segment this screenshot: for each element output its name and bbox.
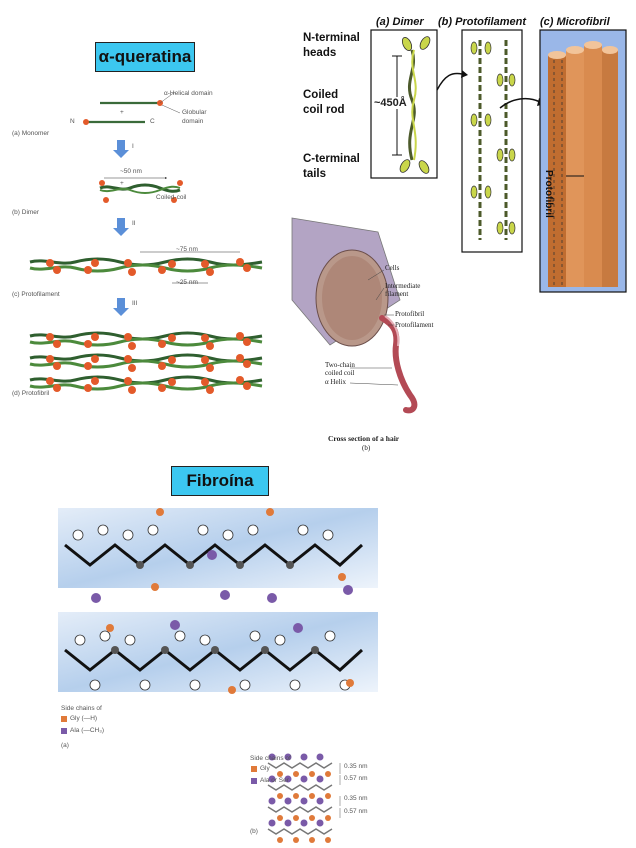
cells-label: Cells bbox=[385, 264, 400, 272]
protofilament-length-25: ~25 nm bbox=[176, 279, 198, 286]
spacing-2: 0.57 nm bbox=[344, 775, 368, 782]
plus-sign: + bbox=[120, 109, 124, 116]
hair-caption: Cross section of a hair bbox=[328, 434, 400, 443]
protofilament-length-75: ~75 nm bbox=[176, 246, 198, 253]
n-terminus-label: N bbox=[70, 118, 75, 125]
panel-a-label: (a) bbox=[61, 742, 69, 749]
monomer-label: (a) Monomer bbox=[12, 130, 50, 137]
side-chains-title-b: Side chains of bbox=[250, 755, 291, 762]
hair-caption-panel: (b) bbox=[362, 444, 371, 452]
step-1-label: I bbox=[132, 143, 134, 150]
dimer-length-label: ~50 nm bbox=[120, 168, 142, 175]
spacing-3: 0.35 nm bbox=[344, 795, 368, 802]
step-2-label: II bbox=[132, 220, 136, 227]
fibroin-title: Fibroína bbox=[171, 466, 269, 496]
hair-protofibril-label: Protofibril bbox=[395, 310, 425, 318]
step-3-label: III bbox=[132, 300, 138, 307]
dimer-header: (a) Dimer bbox=[376, 16, 424, 28]
ala-ser-legend: Ala or Ser bbox=[260, 777, 289, 784]
globular-domain-label-1: Globular bbox=[182, 109, 207, 116]
helical-domain-label: α-Helical domain bbox=[164, 90, 213, 97]
ala-legend: Ala (—CH₃) bbox=[70, 727, 105, 734]
spacing-4: 0.57 nm bbox=[344, 808, 368, 815]
protofilament-label: (c) Protofilament bbox=[12, 291, 60, 298]
keratin-title: α-queratina bbox=[95, 42, 195, 72]
gly-legend-b: Gly bbox=[260, 765, 270, 772]
protofibril-label: (d) Protofibril bbox=[12, 390, 50, 397]
gly-legend: Gly (—H) bbox=[70, 715, 98, 722]
coiled-coil-label: Coiled-coil bbox=[156, 194, 187, 201]
panel-b-label: (b) bbox=[250, 828, 258, 835]
alpha-helix-label: α Helix bbox=[325, 378, 346, 386]
protofilament-header: (b) Protofilament bbox=[438, 16, 526, 28]
dimer-label: (b) Dimer bbox=[12, 209, 40, 216]
globular-domain-label-2: domain bbox=[182, 118, 204, 125]
microfibril-header: (c) Microfibril bbox=[540, 16, 610, 28]
dimer-length-angstrom: ~450Å bbox=[374, 97, 407, 109]
side-chains-title: Side chains of bbox=[61, 705, 102, 712]
hair-protofilament-label: Protofilament bbox=[395, 321, 434, 329]
c-terminus-label: C bbox=[150, 118, 155, 125]
plus-sign-2: + bbox=[120, 180, 124, 187]
spacing-1: 0.35 nm bbox=[344, 763, 368, 770]
